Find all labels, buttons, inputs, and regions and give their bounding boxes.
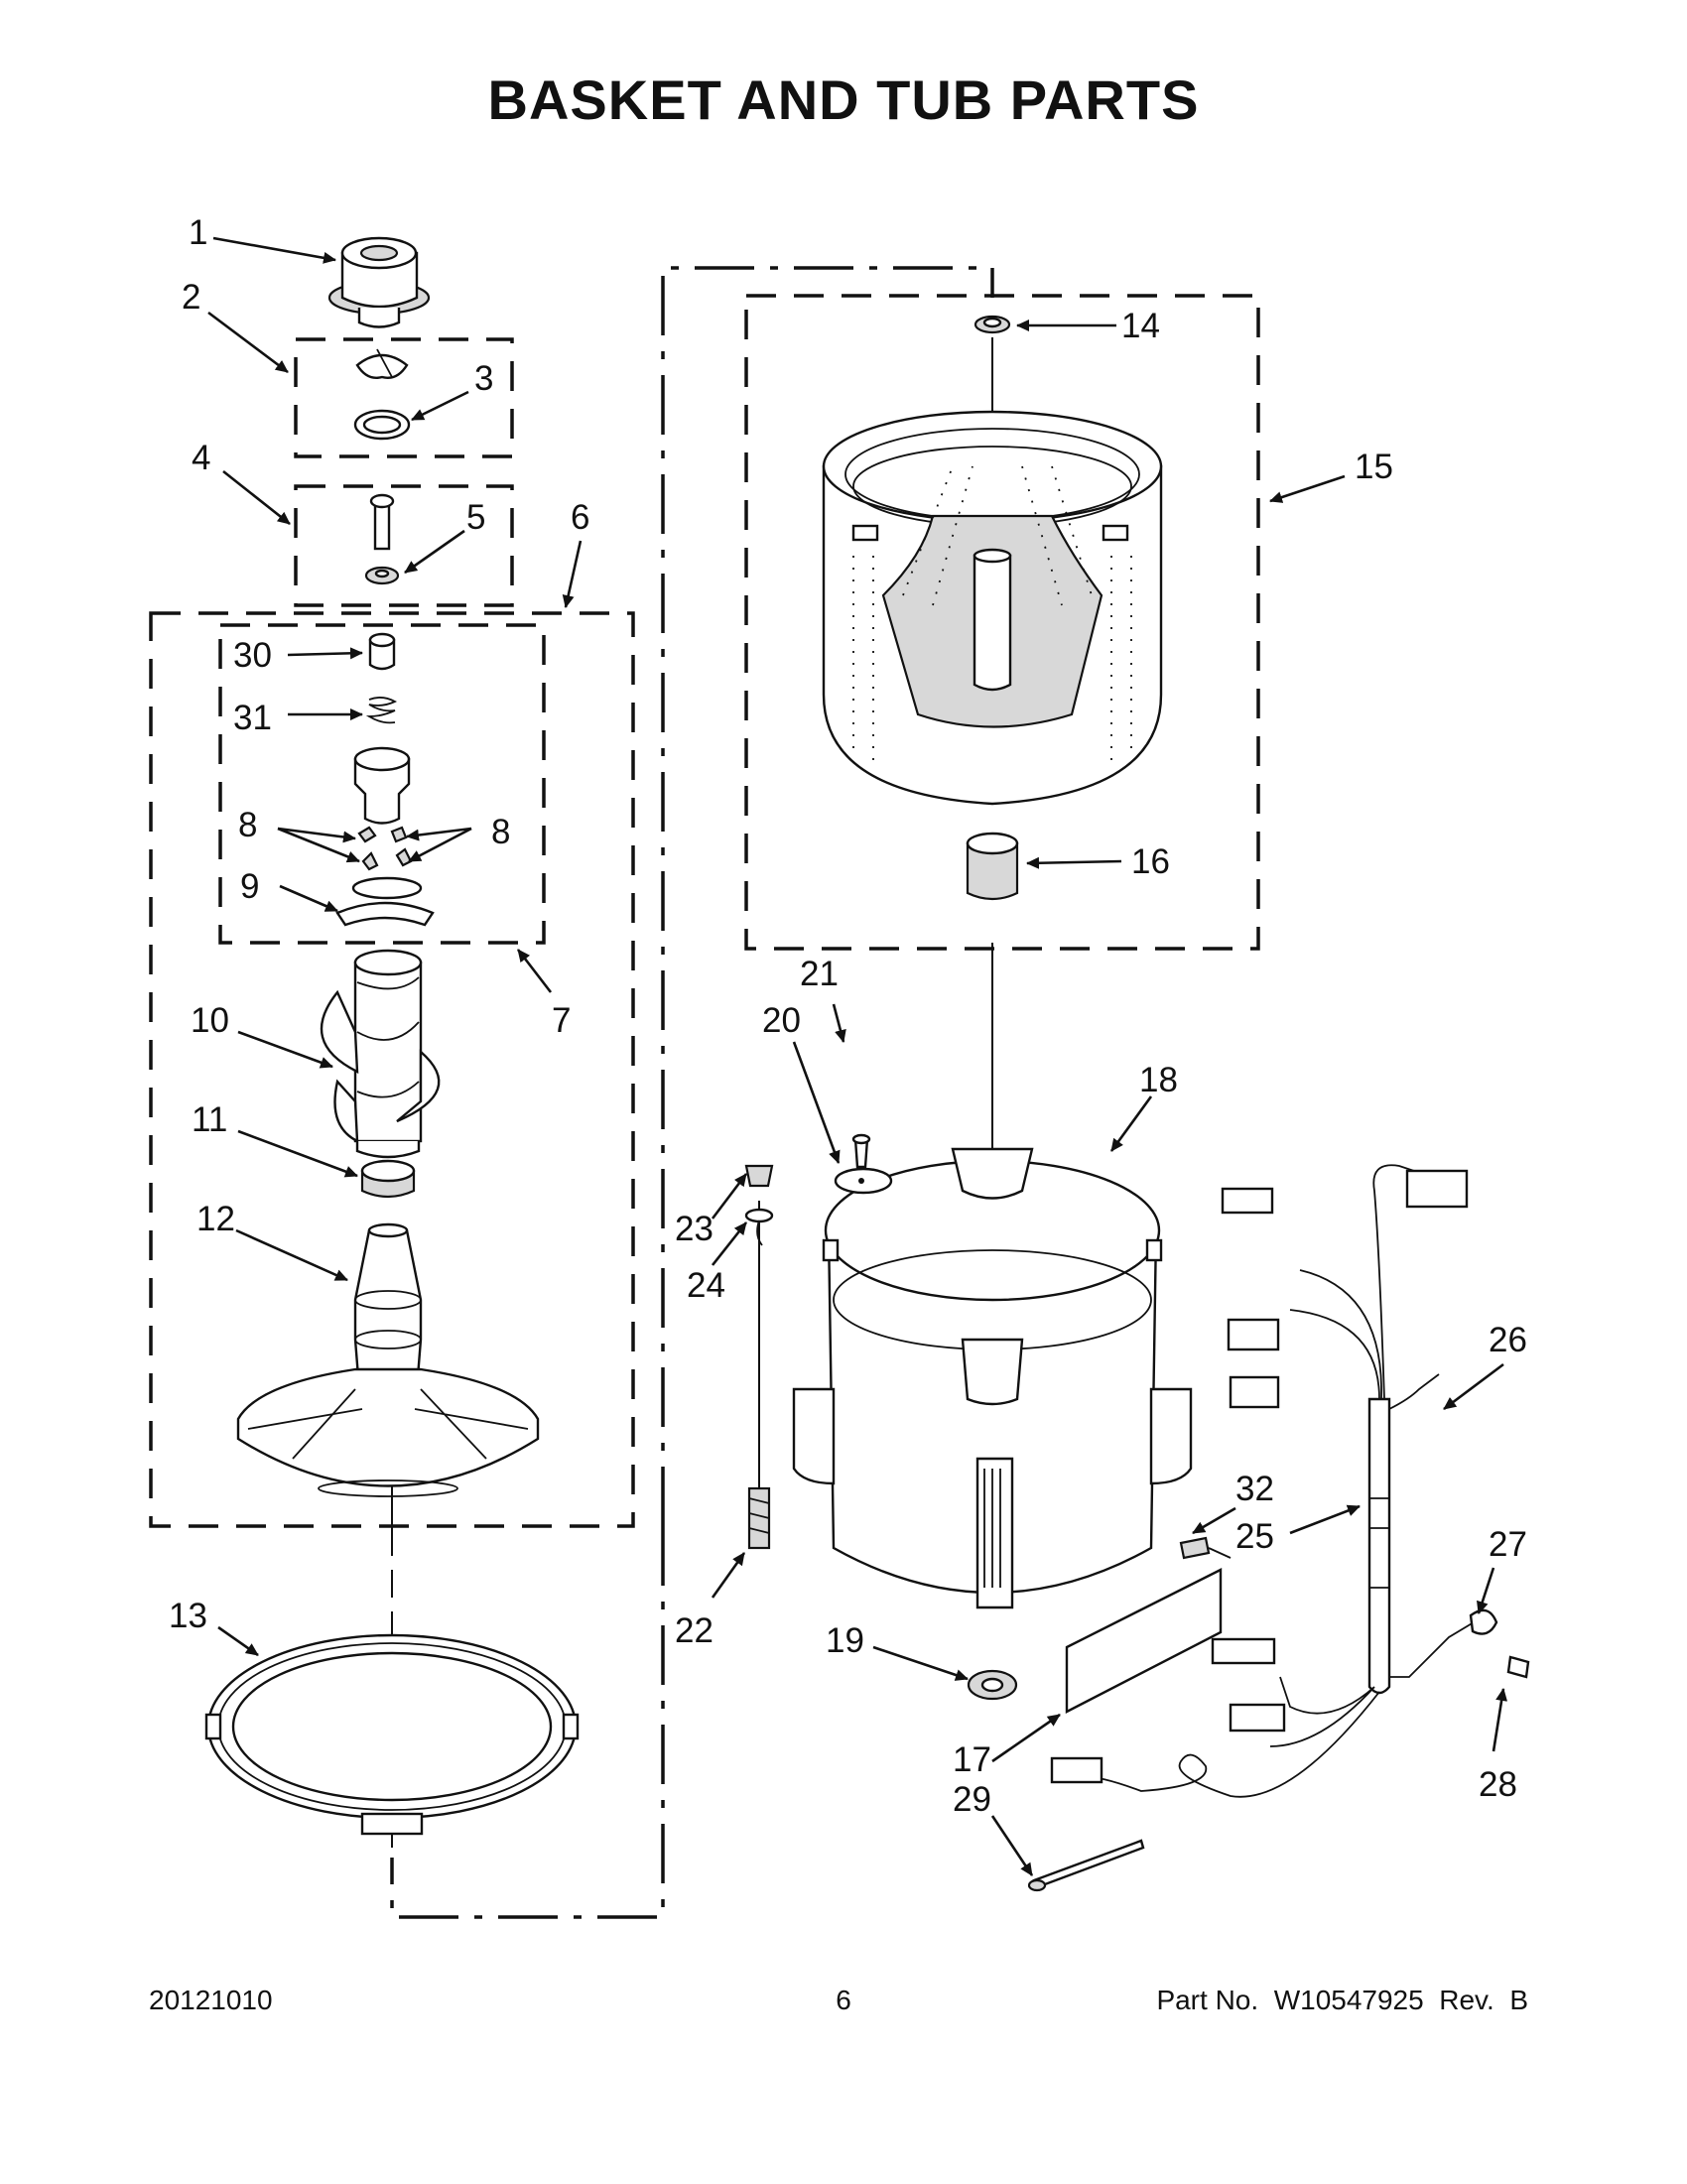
callout-23: 23 bbox=[675, 1210, 714, 1248]
callout-1: 1 bbox=[189, 213, 207, 252]
group-box-2 bbox=[294, 337, 514, 458]
callout-21: 21 bbox=[800, 955, 839, 993]
callout-12: 12 bbox=[196, 1200, 235, 1238]
callout-9: 9 bbox=[240, 867, 259, 906]
part-14-nut bbox=[973, 315, 1011, 334]
part-23-24-22-damper bbox=[744, 1164, 774, 1550]
part-agitator-cam bbox=[353, 746, 411, 825]
callout-10: 10 bbox=[191, 1001, 229, 1040]
assembly-link-upper bbox=[661, 266, 994, 1526]
callouts: 1 2 3 4 5 6 7 8 8 9 10 11 12 13 14 15 16… bbox=[169, 213, 1527, 1819]
callout-24: 24 bbox=[687, 1266, 725, 1305]
callout-26: 26 bbox=[1489, 1321, 1527, 1359]
footer-page-number: 6 bbox=[836, 1985, 851, 2015]
callout-29: 29 bbox=[953, 1780, 991, 1819]
part-25-26-harness bbox=[1050, 1164, 1480, 1798]
callout-16: 16 bbox=[1131, 842, 1170, 881]
part-2-clip bbox=[355, 348, 409, 379]
part-29-strap bbox=[1027, 1839, 1145, 1892]
callout-8-left: 8 bbox=[238, 806, 257, 844]
group-box-7 bbox=[218, 623, 546, 945]
callout-14: 14 bbox=[1121, 307, 1160, 345]
callout-18: 18 bbox=[1139, 1061, 1178, 1099]
page-title: BASKET AND TUB PARTS bbox=[487, 68, 1200, 131]
callout-27: 27 bbox=[1489, 1525, 1527, 1564]
part-16-hub bbox=[966, 832, 1019, 901]
callout-11: 11 bbox=[192, 1100, 227, 1139]
part-12-agitator-base bbox=[236, 1222, 540, 1497]
part-8-dogs bbox=[357, 826, 413, 871]
part-19-seal bbox=[967, 1669, 1018, 1701]
callout-17: 17 bbox=[953, 1740, 991, 1779]
callout-30: 30 bbox=[233, 636, 272, 675]
callout-2: 2 bbox=[182, 278, 200, 317]
callout-19: 19 bbox=[826, 1621, 864, 1660]
callout-7: 7 bbox=[552, 1001, 571, 1040]
callout-8-right: 8 bbox=[491, 813, 510, 851]
part-20-21-screw-plate bbox=[834, 1133, 893, 1195]
callout-22: 22 bbox=[675, 1611, 714, 1650]
part-10-auger bbox=[320, 949, 441, 1159]
callout-6: 6 bbox=[571, 498, 589, 537]
callout-20: 20 bbox=[762, 1001, 801, 1040]
part-32-sensor bbox=[1179, 1536, 1232, 1560]
callout-28: 28 bbox=[1479, 1765, 1517, 1804]
part-15-basket bbox=[822, 410, 1163, 806]
part-18-tub bbox=[792, 1147, 1193, 1609]
callout-5: 5 bbox=[466, 498, 485, 537]
group-box-15 bbox=[744, 294, 1260, 951]
part-30-31-cap-spring bbox=[365, 632, 398, 724]
assembly-link-lower bbox=[390, 1526, 665, 1919]
callout-3: 3 bbox=[474, 359, 493, 398]
part-1-cap bbox=[327, 236, 431, 328]
callout-32: 32 bbox=[1235, 1470, 1274, 1508]
part-17-board bbox=[1065, 1568, 1223, 1714]
callout-31: 31 bbox=[233, 699, 272, 737]
footer-date: 20121010 bbox=[149, 1985, 273, 2015]
part-27-28-clamp-screw bbox=[1469, 1608, 1530, 1679]
part-5-bolt-washer bbox=[364, 493, 400, 585]
group-box-4 bbox=[294, 484, 514, 607]
part-13-basket-ring bbox=[204, 1633, 580, 1836]
part-3-ring bbox=[353, 409, 411, 441]
part-11-nut bbox=[360, 1159, 416, 1199]
callout-13: 13 bbox=[169, 1597, 207, 1635]
callout-15: 15 bbox=[1355, 448, 1393, 486]
callout-25: 25 bbox=[1235, 1517, 1274, 1556]
leaders bbox=[207, 236, 1508, 1876]
callout-4: 4 bbox=[192, 439, 210, 477]
footer-part-number: Part No. W10547925 Rev. B bbox=[1156, 1985, 1528, 2015]
part-9-dog-ring bbox=[335, 876, 435, 927]
